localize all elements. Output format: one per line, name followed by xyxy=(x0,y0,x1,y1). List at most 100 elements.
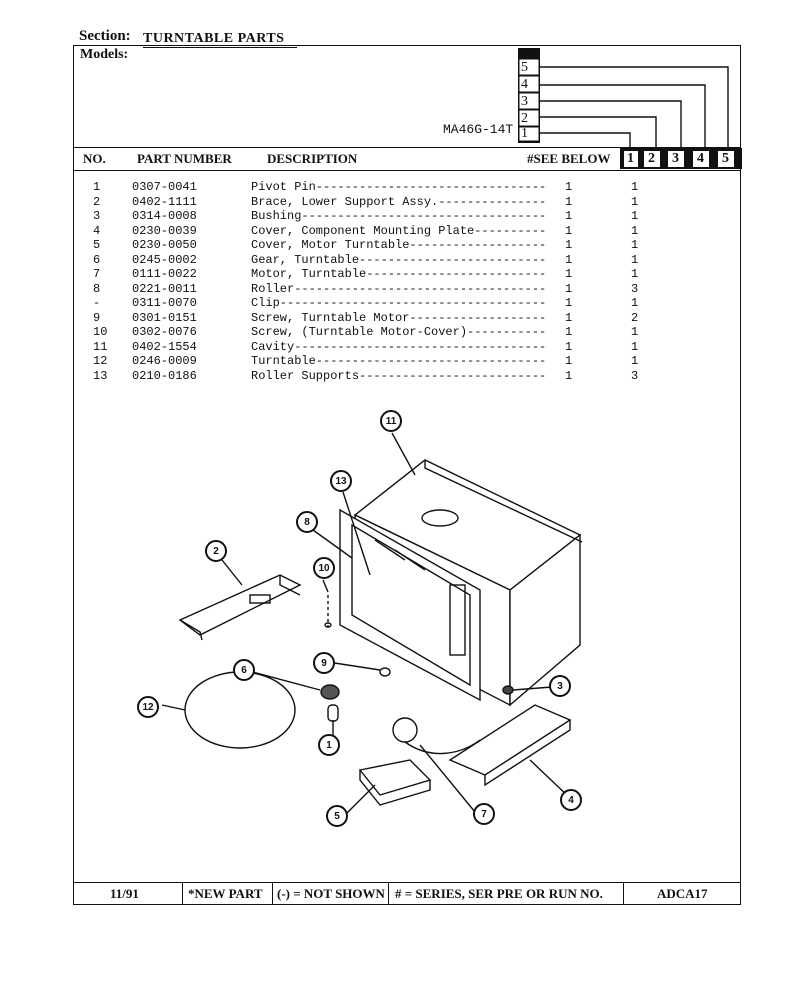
row-part-number: 0245-0002 xyxy=(132,252,197,267)
row-series-1-qty: 1 xyxy=(631,209,639,223)
callout-13: 13 xyxy=(330,470,352,492)
gear-drawing xyxy=(320,684,340,700)
series-col-3: 3 xyxy=(672,151,679,166)
row-description: Clip xyxy=(251,296,280,310)
row-description: Pivot Pin xyxy=(251,180,316,194)
row-series-1-qty: 1 xyxy=(631,267,639,281)
series-col-5: 5 xyxy=(722,151,729,166)
footer-date: 11/91 xyxy=(110,886,139,901)
row-number: 5 xyxy=(93,238,101,252)
row-number: 2 xyxy=(93,194,101,209)
callout-7: 7 xyxy=(473,803,495,825)
row-description: Brace, Lower Support Assy. xyxy=(251,194,439,209)
row-leader-dashes: -------------------------- xyxy=(359,252,547,267)
row-quantity: 1 xyxy=(565,368,573,383)
header-rule-top xyxy=(73,147,741,148)
row-description: Cavity xyxy=(251,339,295,354)
turntable-drawing xyxy=(184,671,296,749)
series-box-2: 2 xyxy=(521,111,528,126)
row-leader-dashes: -------------------------------- xyxy=(315,354,547,368)
footer-not-shown: (-) = NOT SHOWN xyxy=(277,886,385,901)
row-series-1-qty: 1 xyxy=(631,238,639,252)
row-part-number: 0230-0039 xyxy=(132,223,197,238)
footer-page-code: ADCA17 xyxy=(657,886,708,901)
footer-separator xyxy=(182,882,183,905)
col-header-no: NO. xyxy=(83,151,106,166)
row-series-1-qty: 1 xyxy=(631,325,639,339)
footer-new-part: *NEW PART xyxy=(188,886,263,901)
parts-sheet-frame xyxy=(73,45,741,905)
col-header-see-below: #SEE BELOW xyxy=(527,151,611,166)
row-description: Screw, Turntable Motor xyxy=(251,310,410,325)
row-leader-dashes: ---------- xyxy=(474,223,547,238)
section-title-underline xyxy=(143,47,297,48)
row-part-number: 0402-1111 xyxy=(132,194,197,209)
footer-rule xyxy=(73,882,741,883)
row-leader-dashes: ------------------------------------- xyxy=(279,296,547,310)
row-part-number: 0246-0009 xyxy=(132,354,197,368)
footer-separator xyxy=(388,882,389,905)
row-number: 7 xyxy=(93,267,101,281)
series-col-1: 1 xyxy=(627,151,634,166)
row-part-number: 0314-0008 xyxy=(132,209,197,223)
callout-2: 2 xyxy=(205,540,227,562)
cavity-drawing xyxy=(339,459,583,707)
row-leader-dashes: ------------------------- xyxy=(366,267,547,281)
footer-series-note: # = SERIES, SER PRE OR RUN NO. xyxy=(395,886,603,901)
col-header-part-number: PART NUMBER xyxy=(137,151,232,166)
row-number: 11 xyxy=(93,339,108,354)
row-part-number: 0402-1554 xyxy=(132,339,197,354)
series-box-3: 3 xyxy=(521,94,528,109)
exploded-diagram xyxy=(161,432,583,816)
row-part-number: 0111-0022 xyxy=(132,267,197,281)
row-quantity: 1 xyxy=(565,223,573,238)
row-part-number: 0221-0011 xyxy=(132,281,197,296)
row-quantity: 1 xyxy=(565,339,573,354)
row-description: Gear, Turntable xyxy=(251,252,360,267)
section-label: Section: xyxy=(79,28,131,44)
row-leader-dashes: ----------- xyxy=(467,325,547,339)
row-number: 13 xyxy=(93,368,108,383)
row-number: 9 xyxy=(93,310,101,325)
row-quantity: 1 xyxy=(565,354,573,368)
row-description: Motor, Turntable xyxy=(251,267,367,281)
row-number: 3 xyxy=(93,209,101,223)
row-number: 12 xyxy=(93,354,108,368)
callout-11: 11 xyxy=(380,410,402,432)
row-series-1-qty: 1 xyxy=(631,194,639,209)
row-leader-dashes: -------------------------------- xyxy=(315,180,547,194)
row-part-number: 0210-0186 xyxy=(132,368,197,383)
row-description: Bushing xyxy=(251,209,302,223)
callout-10: 10 xyxy=(313,557,335,579)
row-leader-dashes: ----------------------------------- xyxy=(294,281,547,296)
row-description: Cover, Motor Turntable xyxy=(251,238,410,252)
row-number: 8 xyxy=(93,281,101,296)
model-name: MA46G-14T xyxy=(443,122,514,137)
row-series-1-qty: 3 xyxy=(631,368,639,383)
callout-6: 6 xyxy=(233,659,255,681)
row-number: 4 xyxy=(93,223,101,238)
row-description: Screw, (Turntable Motor-Cover) xyxy=(251,325,468,339)
row-part-number: 0230-0050 xyxy=(132,238,197,252)
header-rule-bottom xyxy=(73,170,741,171)
row-series-1-qty: 1 xyxy=(631,180,639,194)
row-number: 10 xyxy=(93,325,108,339)
row-quantity: 1 xyxy=(565,296,573,310)
row-leader-dashes: ---------------------------------- xyxy=(301,209,547,223)
row-leader-dashes: ------------------- xyxy=(409,310,547,325)
callout-12: 12 xyxy=(137,696,159,718)
row-quantity: 1 xyxy=(565,194,573,209)
row-series-1-qty: 1 xyxy=(631,252,639,267)
row-quantity: 1 xyxy=(565,238,573,252)
row-description: Roller xyxy=(251,281,295,296)
series-col-4: 4 xyxy=(697,151,704,166)
row-series-1-qty: 3 xyxy=(631,281,639,296)
series-bracket-graphic xyxy=(518,48,742,169)
brace-drawing xyxy=(178,574,302,641)
row-series-1-qty: 1 xyxy=(631,296,639,310)
row-series-1-qty: 1 xyxy=(631,354,639,368)
section-title: TURNTABLE PARTS xyxy=(143,31,285,46)
row-quantity: 1 xyxy=(565,252,573,267)
callout-4: 4 xyxy=(560,789,582,811)
row-leader-dashes: --------------- xyxy=(438,194,547,209)
